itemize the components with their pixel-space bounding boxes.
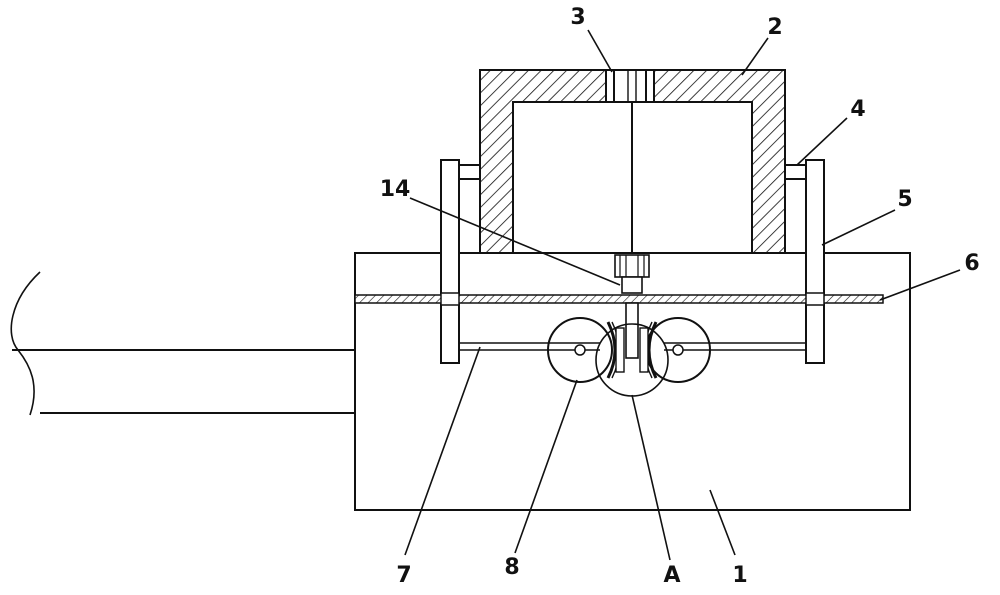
left-clamp-plate (440, 159, 460, 364)
label-a: A (663, 563, 680, 588)
leader-3 (587, 29, 613, 73)
label-7: 7 (396, 563, 411, 588)
label-14: 14 (380, 177, 411, 202)
label-5: 5 (897, 187, 912, 212)
leader-a (631, 394, 671, 561)
leader-7 (404, 346, 481, 556)
label-2: 2 (767, 15, 782, 40)
break-line (10, 271, 41, 416)
leader-4 (796, 117, 848, 166)
leader-1 (709, 489, 736, 556)
left-wheel (547, 317, 613, 383)
label-8: 8 (504, 555, 519, 580)
label-6: 6 (964, 251, 979, 276)
leader-2 (741, 37, 769, 76)
leader-5 (821, 209, 896, 246)
guide-rail (354, 294, 884, 304)
leader-6 (879, 269, 961, 301)
right-clamp-plate (805, 159, 825, 364)
label-1: 1 (732, 563, 747, 588)
leader-14 (409, 197, 621, 286)
label-3: 3 (570, 5, 585, 30)
label-4: 4 (850, 97, 865, 122)
left-bracket (458, 164, 481, 180)
leader-8 (514, 379, 578, 554)
right-bracket (784, 164, 807, 180)
